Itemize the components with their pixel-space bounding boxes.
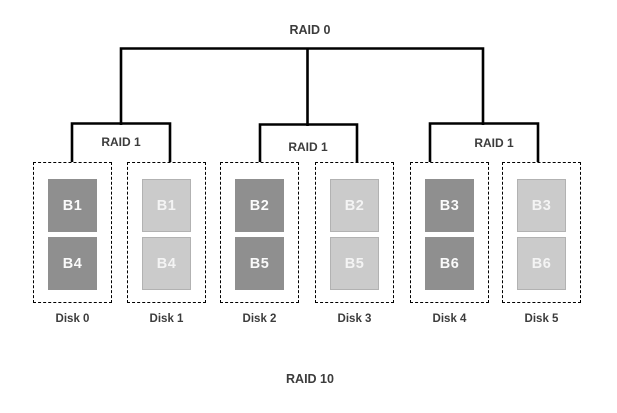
disk-box-disk0: B1 B4: [33, 162, 112, 303]
raid1-bracket-middle: [258, 123, 359, 163]
mirror-block: B5: [330, 237, 379, 290]
raid0-label: RAID 0: [289, 23, 331, 37]
disk-label-disk4: Disk 4: [432, 313, 467, 325]
disk-box-disk1: B1 B4: [127, 162, 206, 303]
stripe-block: B6: [425, 237, 474, 290]
disk-box-disk2: B2 B5: [220, 162, 299, 303]
mirror-block: B4: [142, 237, 191, 290]
mirror-block: B3: [517, 179, 566, 232]
raid1-bracket-right: [428, 122, 540, 163]
raid1-bracket-left: [70, 122, 172, 163]
mirror-block: B2: [330, 179, 379, 232]
disk-box-disk5: B3 B6: [502, 162, 581, 303]
stripe-block: B2: [235, 179, 284, 232]
disk-box-disk3: B2 B5: [315, 162, 394, 303]
disk-label-disk0: Disk 0: [55, 313, 90, 325]
disk-label-disk1: Disk 1: [149, 313, 184, 325]
stripe-block: B1: [48, 179, 97, 232]
disk-label-disk3: Disk 3: [337, 313, 372, 325]
disk-box-disk4: B3 B6: [410, 162, 489, 303]
mirror-block: B6: [517, 237, 566, 290]
mirror-block: B1: [142, 179, 191, 232]
raid1-label-1: RAID 1: [288, 140, 328, 154]
stripe-block: B4: [48, 237, 97, 290]
disk-label-disk5: Disk 5: [524, 313, 559, 325]
raid0-branch-line: [119, 47, 485, 125]
stripe-block: B5: [235, 237, 284, 290]
raid10-label: RAID 10: [286, 372, 334, 386]
disk-label-disk2: Disk 2: [242, 313, 277, 325]
stripe-block: B3: [425, 179, 474, 232]
raid1-label-2: RAID 1: [474, 136, 514, 150]
raid1-label-0: RAID 1: [101, 135, 141, 149]
